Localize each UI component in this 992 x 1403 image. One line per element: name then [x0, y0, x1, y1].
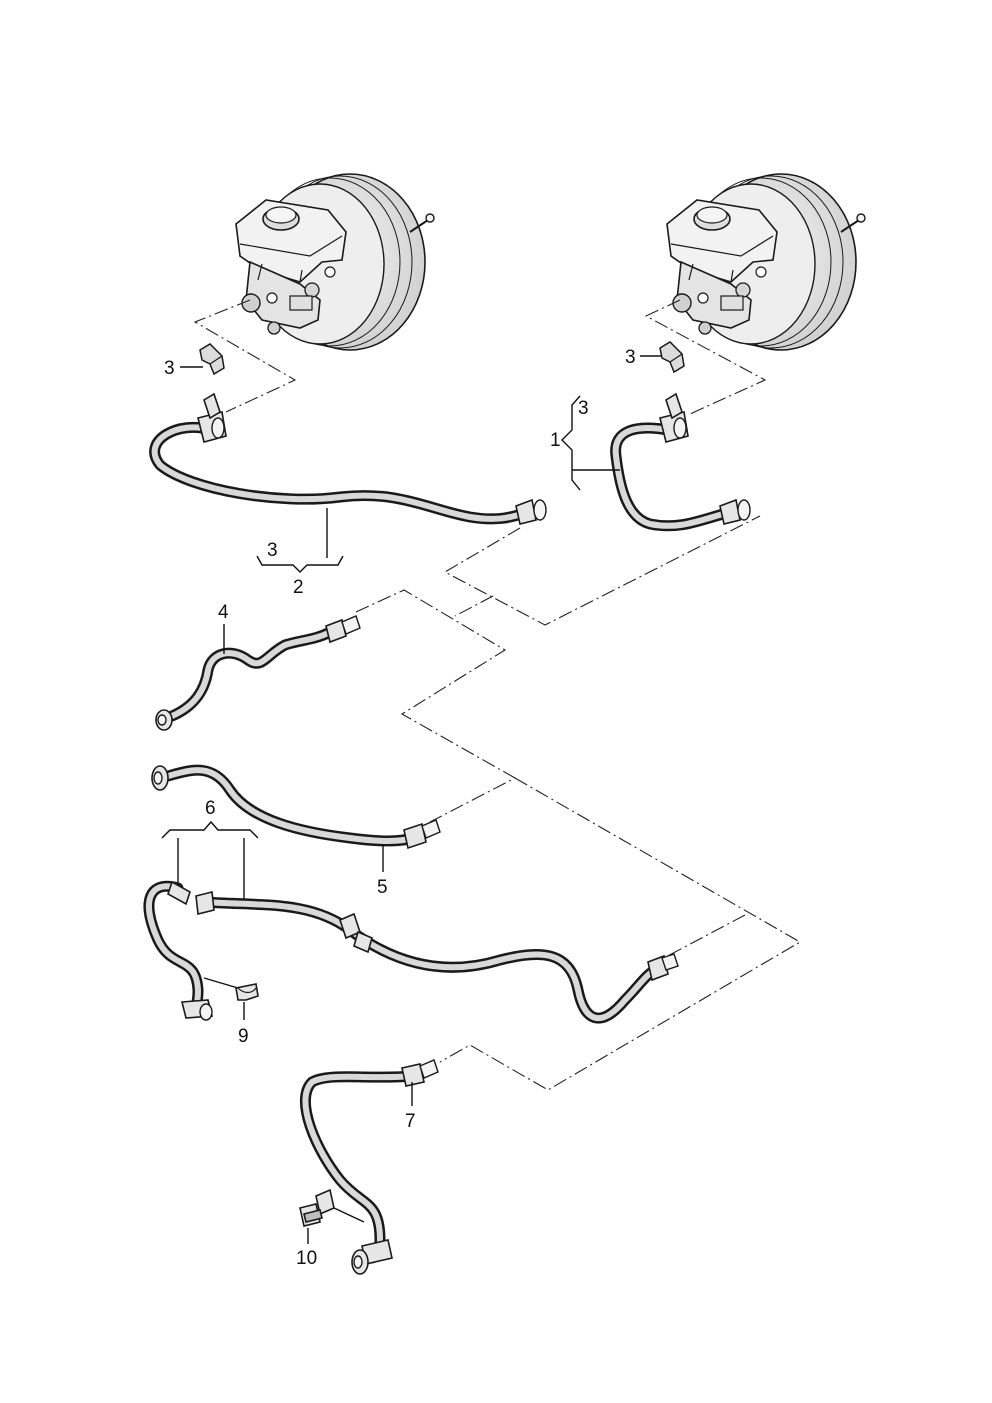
right-line-sub-callout: 3	[578, 398, 589, 419]
clamp-9-callout: 9	[238, 1026, 249, 1047]
left-line-callout: 2	[293, 577, 304, 598]
right-clip-callout: 3	[625, 347, 636, 368]
left-brake-booster	[235, 173, 435, 351]
line-4-callout: 4	[218, 602, 229, 623]
brake-line-5	[151, 764, 441, 850]
line-6-brace	[161, 820, 259, 839]
bracket-10-leader-b	[333, 1207, 365, 1223]
right-line-group-callout: 1	[550, 430, 561, 451]
right-brake-line	[610, 392, 751, 532]
right-assembly-line	[644, 299, 767, 415]
brake-line-6	[143, 880, 679, 1024]
left-clip	[199, 343, 225, 375]
bracket-10-callout: 10	[296, 1248, 317, 1269]
right-line-brace	[561, 395, 581, 491]
connector-mid	[355, 589, 517, 823]
line-5-callout: 5	[377, 877, 388, 898]
left-brake-line	[149, 392, 547, 525]
clamp-9-leader-b	[203, 977, 239, 989]
right-clip	[659, 341, 685, 373]
left-clip-callout: 3	[164, 358, 175, 379]
brake-line-7	[299, 1059, 439, 1275]
left-line-sub-callout: 3	[267, 540, 278, 561]
brake-line-4	[155, 615, 361, 731]
left-line-brace	[256, 555, 344, 573]
connector-upper	[443, 515, 761, 626]
line-7-callout: 7	[405, 1111, 416, 1132]
left-assembly-line	[193, 299, 297, 413]
line-6-callout: 6	[205, 798, 216, 819]
right-brake-booster	[666, 173, 866, 351]
clamp-9	[235, 983, 259, 1001]
connector-lower	[439, 777, 802, 1091]
bracket-10	[299, 1188, 335, 1227]
